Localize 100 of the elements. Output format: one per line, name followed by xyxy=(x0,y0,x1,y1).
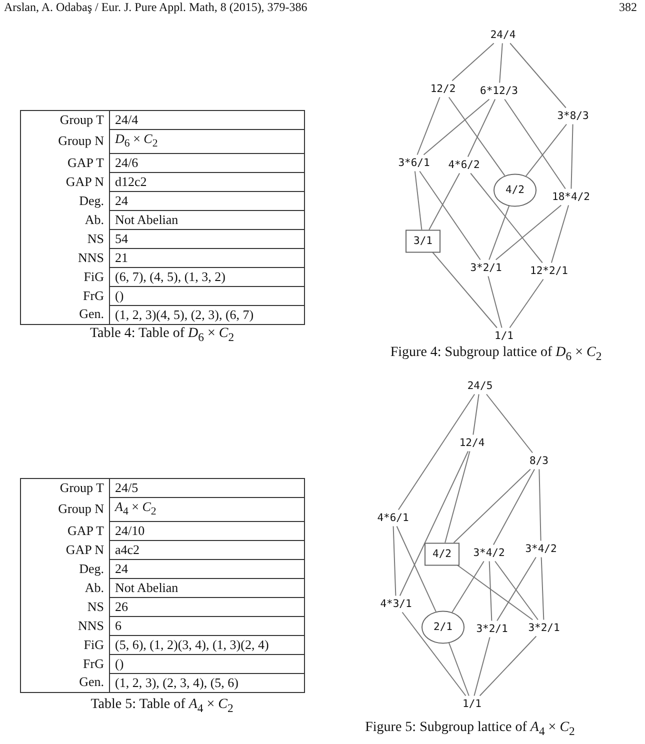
lattice-line xyxy=(488,276,502,328)
lattice-line xyxy=(452,42,494,82)
table-cell: 6 xyxy=(110,616,304,636)
lattice-line xyxy=(453,468,531,544)
subgroup-label: 3*6/1 xyxy=(398,158,430,168)
subgroup-box: 3/1 xyxy=(406,230,440,252)
lattice-line xyxy=(540,556,544,620)
subgroup-label: 24/4 xyxy=(490,30,516,40)
lattice-line xyxy=(398,394,476,510)
subgroup-label: 3*2/1 xyxy=(476,624,508,634)
row-header: FiG xyxy=(20,267,110,286)
row-header: Gen. xyxy=(20,673,110,692)
subgroup-ellipse: 4/2 xyxy=(494,174,536,206)
table-cell: Not Abelian xyxy=(110,578,304,598)
lattice-line xyxy=(538,468,542,542)
lattice-line xyxy=(499,42,503,84)
subgroup-label: 8/3 xyxy=(530,456,548,466)
row-header: Group T xyxy=(20,110,110,130)
table-cell: () xyxy=(110,654,304,674)
subgroup-label: 12/2 xyxy=(430,84,456,94)
lattice-line xyxy=(444,450,470,544)
table-cell: D$_{6}$ × C$_{2}$ xyxy=(110,130,304,154)
subgroup-label: 3*2/1 xyxy=(528,622,560,634)
running-header: Arslan, A. Odabaş / Eur. J. Pure Appl. Math, 8 (2015), 379-386 xyxy=(4,0,308,15)
subgroup-label: 12*2/1 xyxy=(530,266,568,276)
lattice-line xyxy=(399,450,469,596)
lattice-line xyxy=(416,96,440,156)
lattice-line xyxy=(467,98,496,158)
row-header: Deg. xyxy=(20,191,110,210)
table-caption: Table 4: Table of D$_{6}$ × C$_{2}$ xyxy=(90,326,234,344)
lattice-line xyxy=(474,636,490,696)
figure-caption: Figure 5: Subgroup lattice of A$_{4}$ × C$_{2}$ xyxy=(365,720,575,738)
subgroup-label: 6*12/3 xyxy=(480,86,518,96)
table-cell: (1, 2, 3)(4, 5), (2, 3), (6, 7) xyxy=(110,305,304,324)
lattice-line xyxy=(488,560,492,622)
lattice-line xyxy=(452,560,484,613)
table-cell: 24 xyxy=(110,559,304,578)
row-header: Deg. xyxy=(20,559,110,578)
lattice-line xyxy=(428,172,460,230)
row-header: NS xyxy=(20,229,110,248)
subgroup-label: 1/1 xyxy=(494,330,514,342)
subgroup-label: 4*6/1 xyxy=(377,512,409,524)
table-cell: A$_{4}$ × C$_{2}$ xyxy=(110,498,304,522)
lattice-line xyxy=(525,124,568,177)
row-header: GAP T xyxy=(20,153,110,172)
lattice-line xyxy=(419,170,481,260)
lattice-line xyxy=(510,42,566,108)
table-cell: 24/10 xyxy=(110,521,304,540)
row-header: Ab. xyxy=(20,578,110,598)
subgroup-label: 3*4/2 xyxy=(525,544,557,554)
lattice-line xyxy=(472,394,480,436)
row-header: Ab. xyxy=(20,210,110,230)
lattice-line xyxy=(423,98,490,156)
subgroup-box: 4/2 xyxy=(424,542,460,566)
lattice-line xyxy=(414,170,422,230)
row-header: GAP T xyxy=(20,521,110,540)
row-header: Gen. xyxy=(20,305,110,324)
table-cell: 24 xyxy=(110,191,304,210)
table-cell: 54 xyxy=(110,229,304,248)
table-cell: 24/5 xyxy=(110,478,304,498)
lattice-line xyxy=(396,526,436,612)
row-header: NS xyxy=(20,597,110,616)
lattice-line xyxy=(486,394,533,454)
row-header: NNS xyxy=(20,248,110,268)
row-header: FrG xyxy=(20,654,110,674)
row-header: GAP N xyxy=(20,540,110,560)
lattice-line xyxy=(392,526,396,596)
lattice-line xyxy=(432,252,498,328)
subgroup-label: 24/5 xyxy=(467,380,493,392)
subgroup-label: 18*4/2 xyxy=(552,192,590,202)
subgroup-label: 3*2/1 xyxy=(470,262,502,274)
row-header: NNS xyxy=(20,616,110,636)
table-cell: a4c2 xyxy=(110,540,304,560)
table-cell: 24/4 xyxy=(110,110,304,130)
table-cell: (1, 2, 3), (2, 3, 4), (5, 6) xyxy=(110,673,304,692)
row-header: FiG xyxy=(20,635,110,654)
row-header: FrG xyxy=(20,286,110,306)
lattice-line xyxy=(495,204,562,260)
subgroup-label: 3*4/2 xyxy=(473,548,505,558)
page-number: 382 xyxy=(619,0,637,15)
table-cell: d12c2 xyxy=(110,172,304,192)
table-cell: (5, 6), (1, 2)(3, 4), (1, 3)(2, 4) xyxy=(110,635,304,654)
lattice-line xyxy=(470,172,543,264)
table-cell: 24/6 xyxy=(110,153,304,172)
subgroup-label: 3*8/3 xyxy=(557,110,589,122)
lattice-line xyxy=(570,124,574,190)
subgroup-label: 1/1 xyxy=(462,698,482,710)
subgroup-ellipse: 2/1 xyxy=(422,610,464,644)
lattice-line xyxy=(504,98,566,190)
table-cell: () xyxy=(110,286,304,306)
row-header: Group N xyxy=(20,498,110,522)
subgroup-label: 4*3/1 xyxy=(380,598,412,610)
table-caption: Table 5: Table of A$_{4}$ × C$_{2}$ xyxy=(90,697,234,715)
lattice-line xyxy=(492,468,536,546)
row-header: Group T xyxy=(20,478,110,498)
table-cell: 21 xyxy=(110,248,304,268)
row-header: Group N xyxy=(20,130,110,154)
lattice-line xyxy=(402,612,466,696)
subgroup-label: 12/4 xyxy=(459,438,485,448)
lattice-line xyxy=(479,636,537,696)
